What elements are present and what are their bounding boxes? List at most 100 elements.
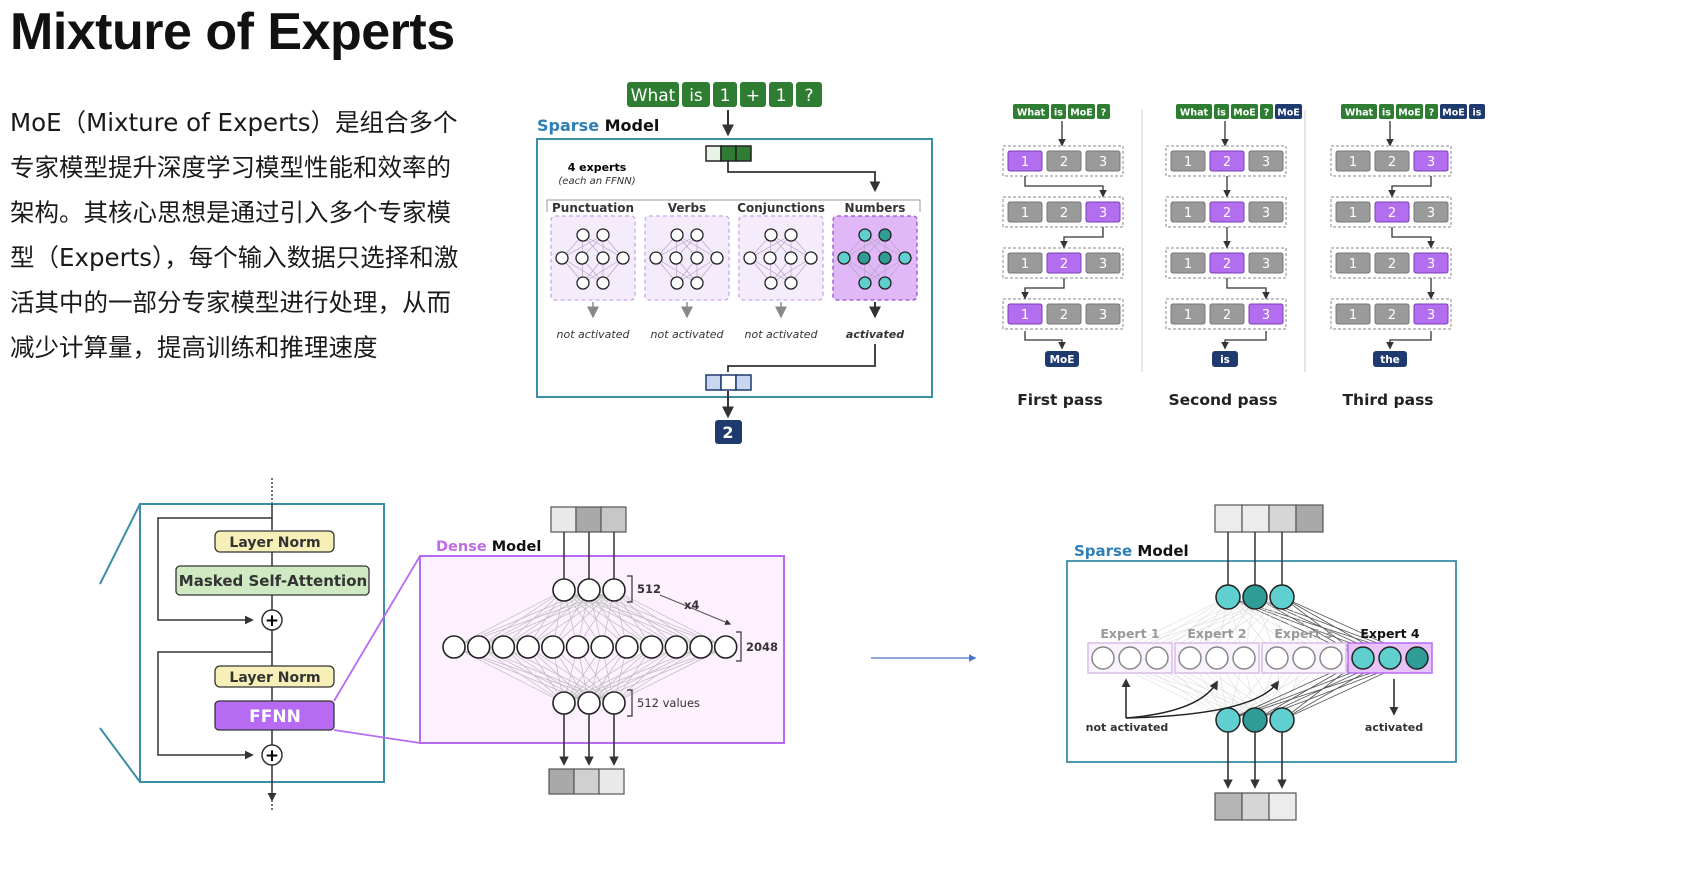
sparse-node-bottom	[1215, 707, 1241, 733]
expert-slot-label: 1	[1349, 206, 1357, 221]
sparse-input-cell	[1295, 504, 1324, 533]
expert-slot-label: 3	[1427, 257, 1435, 272]
token-label: 1	[776, 86, 787, 106]
dense-node-mid	[442, 635, 466, 659]
expert-slot	[1007, 303, 1043, 325]
dense-node-mid	[590, 635, 615, 659]
expert-slot-label: 2	[1388, 257, 1396, 272]
dense-input-cell	[600, 506, 627, 533]
residual-2	[157, 651, 272, 760]
expert-node	[898, 251, 912, 265]
expert-slot	[1374, 303, 1410, 325]
dense-edge	[563, 646, 628, 704]
expert-slot	[1170, 201, 1206, 223]
expert-node	[763, 251, 777, 265]
expert-node	[576, 228, 590, 242]
expert-box	[550, 215, 636, 301]
expert-slot-label: 3	[1262, 155, 1270, 170]
pass-output-box	[1373, 351, 1407, 367]
expert-node	[690, 228, 704, 242]
expert-box	[738, 215, 824, 301]
sparse-output-cell	[1214, 792, 1243, 821]
expert-slot	[1374, 252, 1410, 274]
zoom-line	[99, 503, 141, 585]
layer-box	[1002, 298, 1124, 330]
expert-slot	[1170, 303, 1206, 325]
expert-node	[596, 228, 610, 242]
layer-norm-label: Layer Norm	[229, 535, 320, 551]
sparse-node-top	[1269, 584, 1295, 610]
sparse-node-top	[1242, 584, 1268, 610]
expert-node	[575, 251, 589, 265]
expert-edge	[843, 234, 886, 259]
sparse-expert-node	[1378, 646, 1402, 670]
expert-node	[670, 276, 684, 290]
dense-title: Dense Model	[436, 539, 541, 555]
pass-token-extra-label: MoE	[1442, 108, 1464, 119]
pass-token	[1051, 104, 1066, 119]
pass-out-arrow	[1024, 331, 1066, 350]
pass-label: Second pass	[1168, 391, 1277, 409]
activated-label: activated	[1365, 721, 1423, 734]
mult-arrow	[659, 594, 732, 625]
expert-slot	[1046, 252, 1082, 274]
expert-node	[764, 276, 778, 290]
expert-node	[596, 276, 610, 290]
zoom-line	[99, 727, 141, 783]
expert-slot-label: 3	[1262, 308, 1270, 323]
expert-node	[555, 251, 569, 265]
expert-name: Numbers	[845, 201, 906, 215]
expert-slot-label: 1	[1021, 206, 1029, 221]
expert-slot	[1085, 303, 1121, 325]
dense-edge	[503, 646, 565, 704]
pass-token-label: MoE	[1398, 108, 1420, 119]
dense-node-mid	[466, 635, 491, 659]
sparse-expert-name: Expert 2	[1187, 626, 1246, 641]
pass-arrow	[1388, 176, 1432, 198]
token-box	[713, 82, 737, 107]
expert-name: Punctuation	[552, 201, 634, 215]
expert-slot-label: 1	[1184, 206, 1192, 221]
sparse-expert-node	[1292, 646, 1316, 670]
dense-node-mid	[565, 635, 590, 659]
sparse-node-bottom	[1269, 707, 1295, 733]
expert-slot	[1046, 150, 1082, 172]
expert-slot	[1248, 252, 1284, 274]
token-label: 1	[720, 86, 731, 106]
expert-node	[710, 251, 724, 265]
expert-slot-label: 3	[1262, 206, 1270, 221]
expert-slot	[1248, 150, 1284, 172]
sparse-input-cell	[1214, 504, 1243, 533]
expert-edge	[864, 257, 906, 284]
expert-name: Conjunctions	[737, 201, 825, 215]
expert-slot-label: 3	[1099, 308, 1107, 323]
expert-status: not activated	[651, 328, 725, 341]
expert-edge	[770, 257, 812, 284]
sparse-expert-name: Expert 3	[1274, 626, 1333, 641]
experts-sub: (each an FFNN)	[558, 176, 635, 187]
expert-slot-label: 2	[1060, 155, 1068, 170]
dense-mult: x4	[684, 598, 699, 612]
expert-node	[616, 251, 630, 265]
sparse-input-cell	[1268, 504, 1297, 533]
dense-node-top	[577, 578, 601, 602]
expert-edge	[655, 234, 698, 259]
sparse-expert-node	[1405, 646, 1429, 670]
expert-slot-label: 1	[1349, 257, 1357, 272]
expert-node	[858, 228, 872, 242]
expert-edge	[582, 257, 624, 284]
sparse-expert-node	[1118, 646, 1142, 670]
expert-node	[690, 276, 704, 290]
pass-token	[1231, 104, 1258, 119]
ffnn-zoom-line	[333, 555, 421, 702]
expert-slot	[1046, 201, 1082, 223]
expert-slot	[1413, 201, 1449, 223]
dense-output-cell	[573, 768, 600, 795]
layer-box	[1330, 247, 1452, 279]
pass-token	[1341, 104, 1377, 119]
dense-node-top	[602, 578, 626, 602]
token-box	[682, 82, 710, 107]
expert-slot	[1007, 150, 1043, 172]
dense-node-bottom	[602, 691, 626, 715]
